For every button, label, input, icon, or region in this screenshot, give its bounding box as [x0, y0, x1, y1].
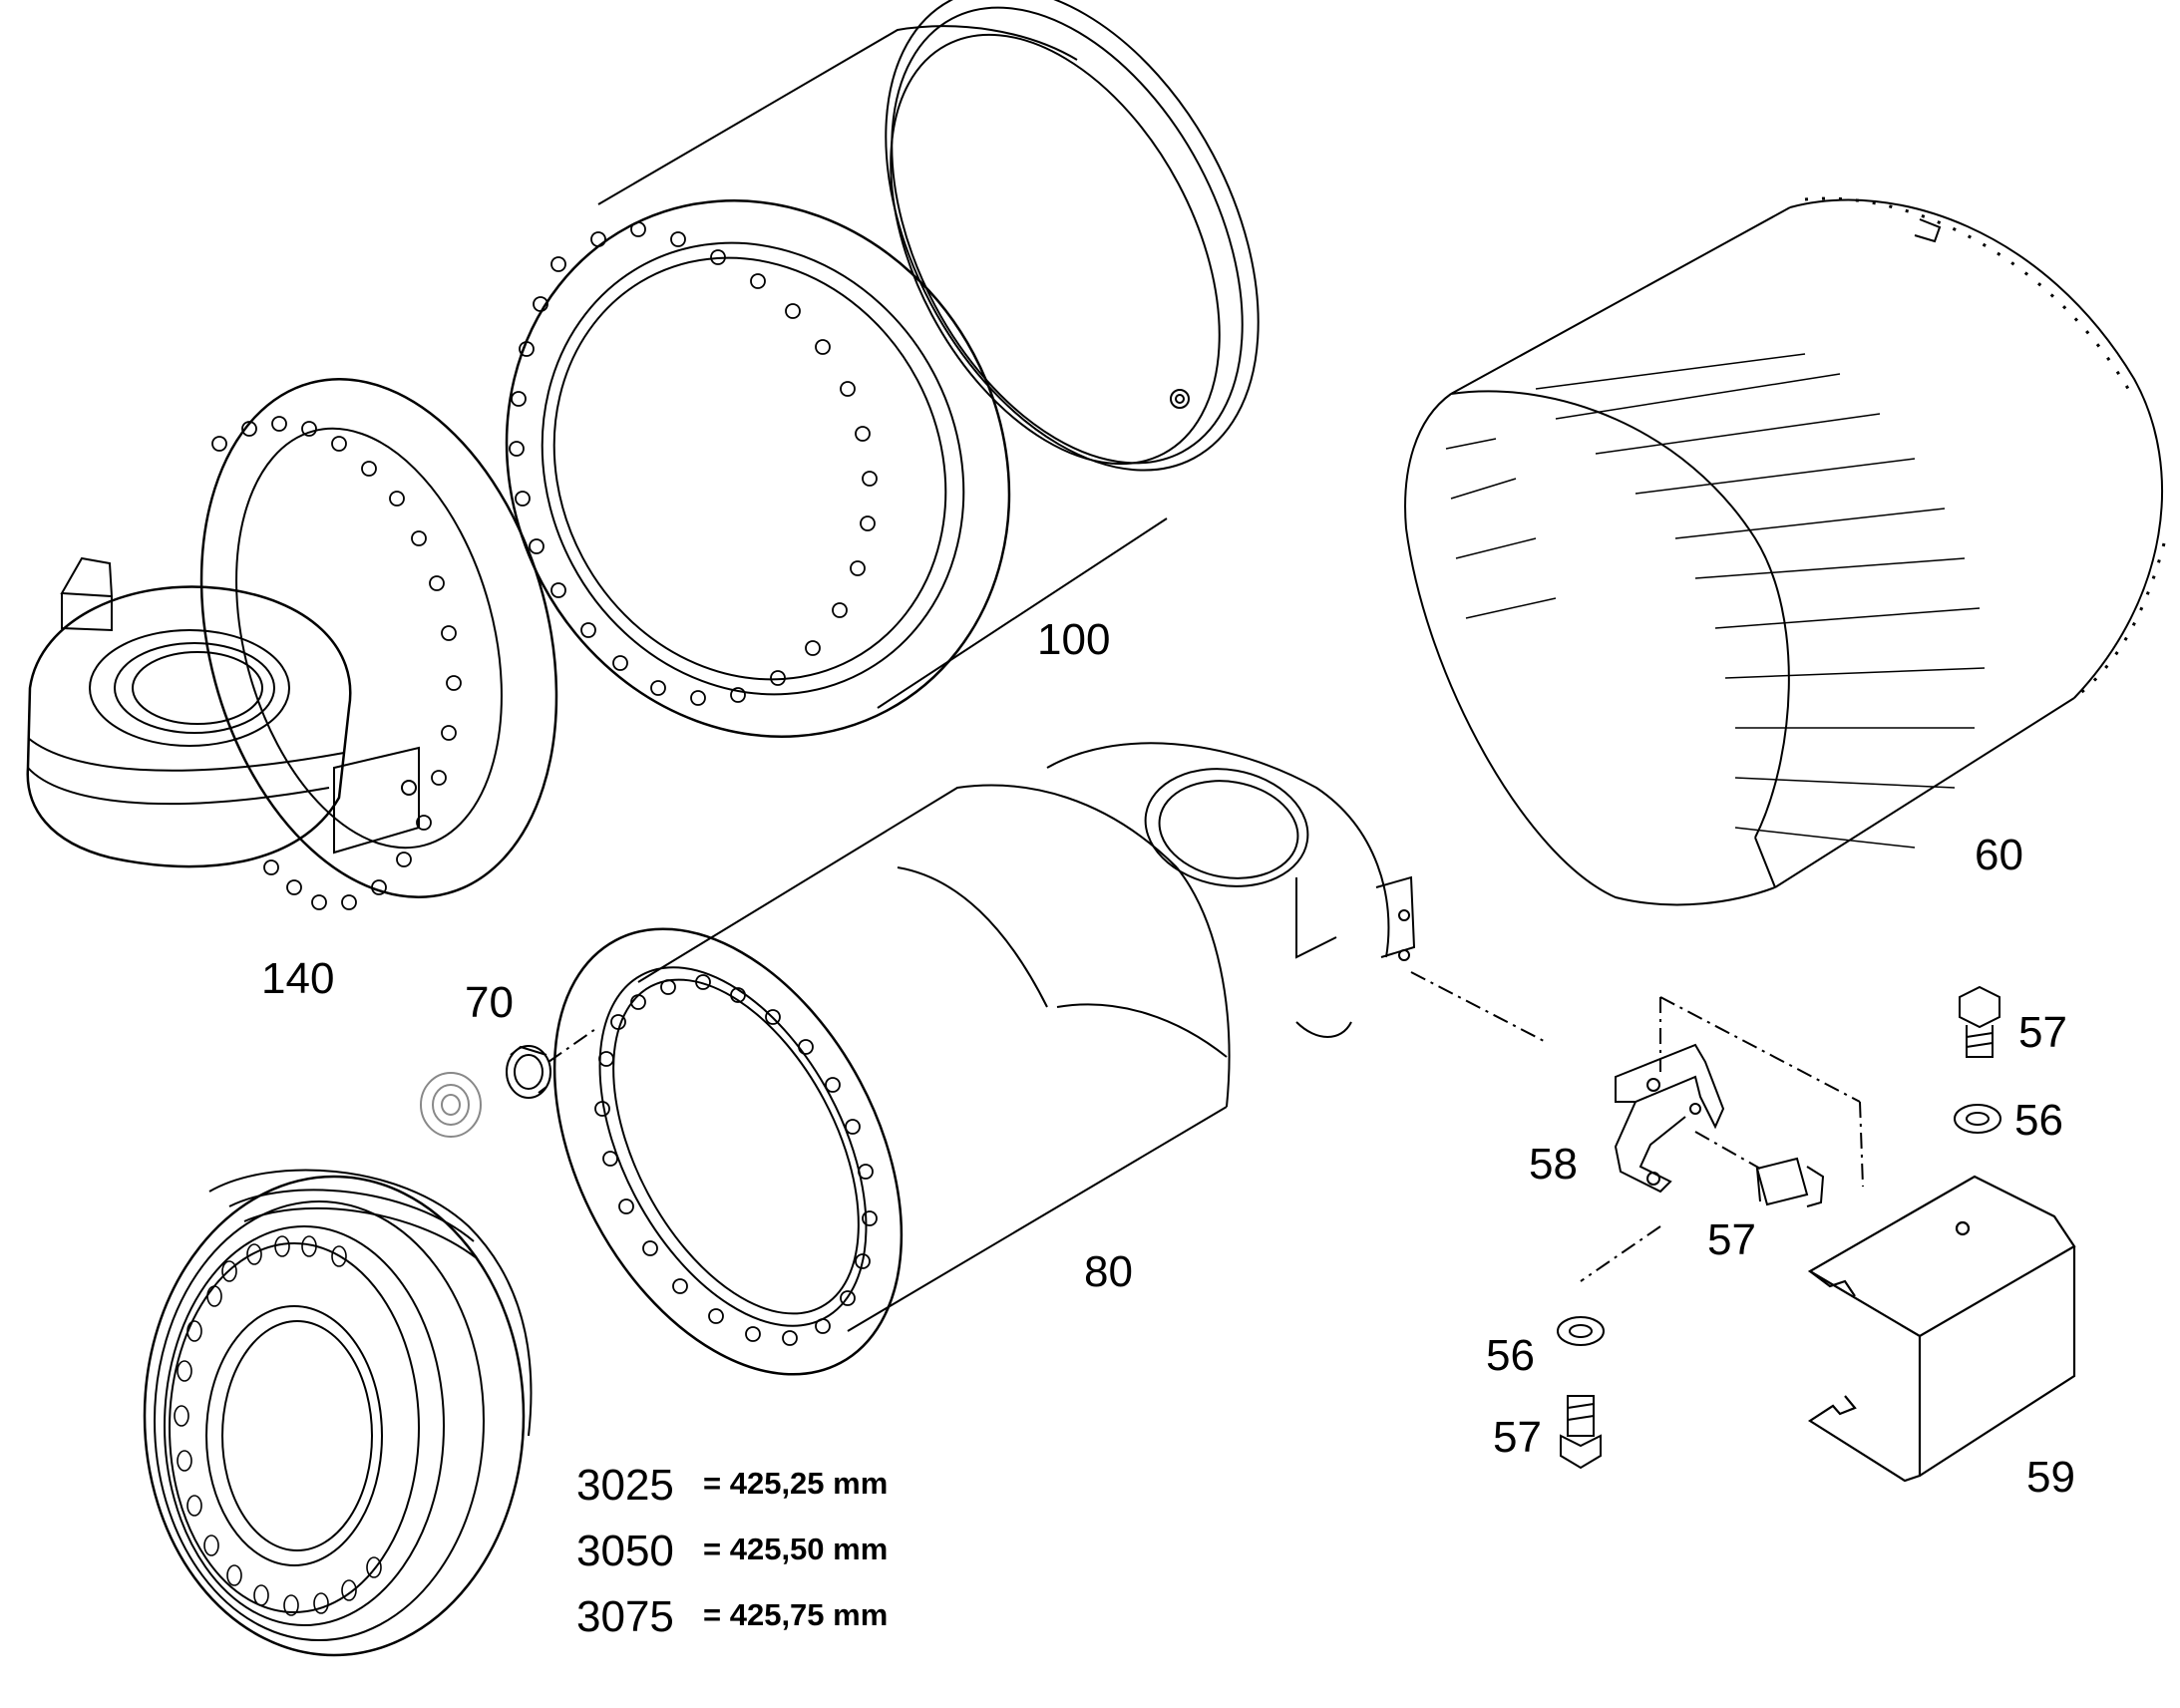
bearing-code-3025: 3025 [576, 1461, 674, 1510]
callout-100: 100 [1037, 615, 1111, 664]
bearing-code-3050: 3050 [576, 1527, 674, 1575]
callout-58: 58 [1529, 1140, 1578, 1189]
washer-56-top [1955, 1105, 2000, 1133]
roller-bearing [145, 1170, 532, 1655]
callout-56-top: 56 [2014, 1096, 2063, 1145]
part-60-shell [1405, 198, 2164, 904]
seal-ring [421, 1073, 481, 1137]
part-100-drum [414, 0, 1335, 826]
callout-140: 140 [261, 954, 335, 1003]
bearing-size-3050: = 425,50 mm [703, 1532, 889, 1566]
callout-70: 70 [465, 978, 514, 1027]
part-58-bracket [1581, 997, 1863, 1281]
callout-57-lower: 57 [1493, 1413, 1542, 1462]
bolt-57-top [1960, 987, 1999, 1057]
washer-56-lower [1558, 1317, 1604, 1345]
part-80-housing [484, 743, 1546, 1433]
callout-56-lower: 56 [1486, 1331, 1535, 1380]
bolt-57-middle [1757, 1159, 1823, 1206]
bolt-57-lower [1561, 1396, 1601, 1468]
bearing-code-3075: 3075 [576, 1592, 674, 1641]
callout-59: 59 [2026, 1453, 2075, 1502]
bearing-size-3075: = 425,75 mm [703, 1597, 889, 1632]
part-59-cover [1810, 1177, 2074, 1481]
callout-57-middle: 57 [1707, 1215, 1756, 1264]
callout-57-top: 57 [2018, 1008, 2067, 1057]
part-70-bushing [507, 1027, 598, 1098]
callout-60: 60 [1975, 831, 2023, 879]
part-140-housing [28, 339, 611, 937]
bearing-size-3025: = 425,25 mm [703, 1466, 889, 1501]
callout-80: 80 [1084, 1247, 1133, 1296]
